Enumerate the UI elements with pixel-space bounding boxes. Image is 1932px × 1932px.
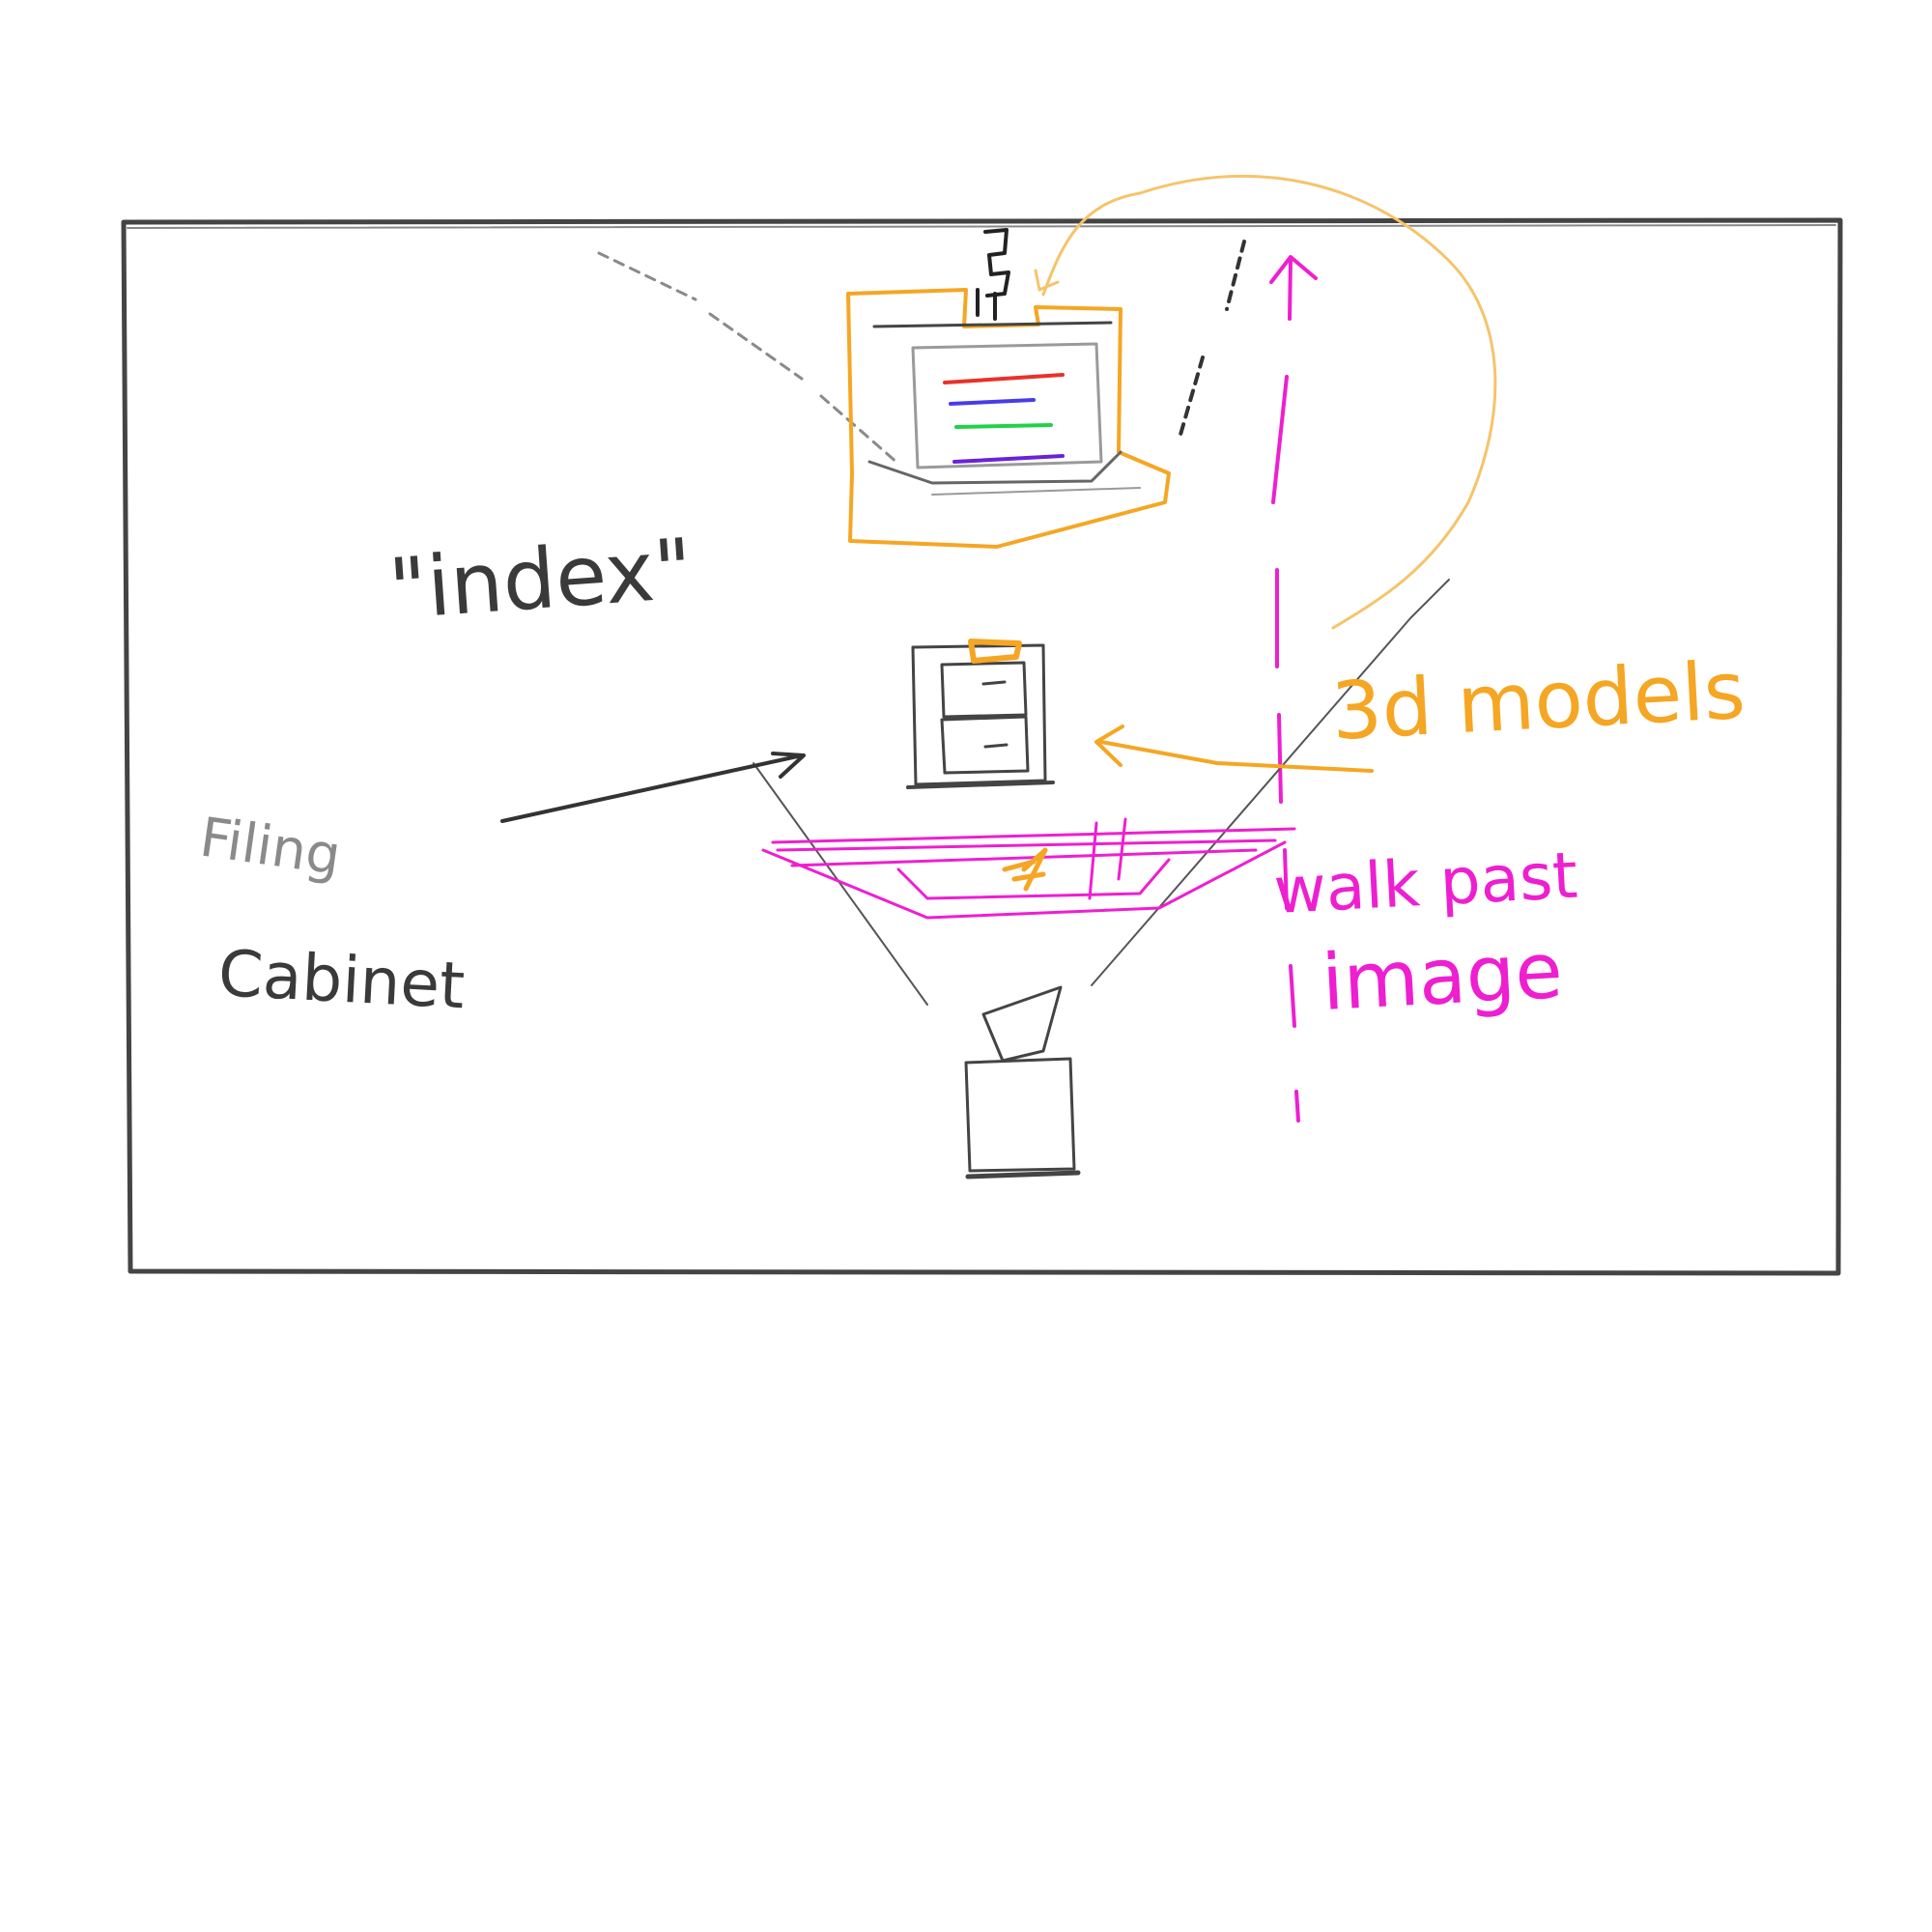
label-index: "index" — [385, 521, 696, 639]
view-cone — [753, 579, 1450, 1006]
screen-list-lines — [943, 373, 1065, 464]
orange-mark-icon — [1002, 847, 1048, 892]
label-image: image — [1320, 925, 1565, 1028]
filing-cabinet-arrow — [500, 752, 806, 823]
models-arrow — [1094, 724, 1374, 773]
label-walk-past: walk past — [1272, 838, 1579, 928]
laptop-index-model — [846, 288, 1171, 549]
perspective-lines — [597, 240, 1246, 466]
hanging-bracket-icon — [976, 228, 1010, 321]
camera-icon — [964, 985, 1081, 1179]
filing-cabinet-model — [906, 639, 1055, 789]
label-filing: Filing — [196, 806, 344, 888]
label-3d-models: 3d models — [1329, 645, 1747, 758]
label-cabinet: Cabinet — [216, 936, 467, 1023]
storyboard-frame — [121, 217, 1843, 1276]
orange-loop-arrow — [1034, 174, 1497, 630]
image-plane — [761, 817, 1296, 920]
walk-path-arrow — [1269, 255, 1318, 1122]
